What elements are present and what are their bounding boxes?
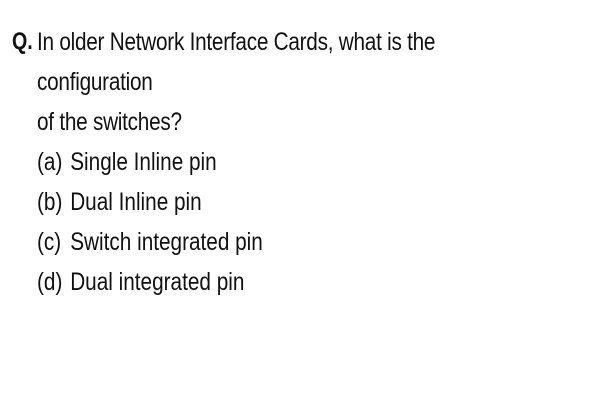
- option-text: Switch integrated pin: [70, 228, 264, 256]
- option-b: (b) Dual Inline pin: [37, 182, 552, 222]
- question-text-line-2: of the switches?: [37, 108, 183, 136]
- option-text: Dual integrated pin: [70, 268, 245, 296]
- question-content: In older Network Interface Cards, what i…: [37, 22, 600, 302]
- option-text: Single Inline pin: [70, 148, 218, 176]
- option-c: (c) Switch integrated pin: [37, 222, 552, 262]
- option-letter: (a): [37, 148, 63, 176]
- question-row: Q. In older Network Interface Cards, wha…: [12, 22, 588, 302]
- option-text: Dual Inline pin: [70, 188, 203, 216]
- question-text: In older Network Interface Cards, what i…: [37, 22, 552, 142]
- option-d: (d) Dual integrated pin: [37, 262, 552, 302]
- options-list: (a) Single Inline pin (b) Dual Inline pi…: [37, 142, 600, 302]
- option-letter: (d): [37, 268, 63, 296]
- option-letter: (b): [37, 188, 63, 216]
- option-a: (a) Single Inline pin: [37, 142, 552, 182]
- question-text-line-1: In older Network Interface Cards, what i…: [37, 28, 436, 96]
- option-letter: (c): [37, 228, 62, 256]
- question-label: Q.: [12, 28, 33, 55]
- question-block: Q. In older Network Interface Cards, wha…: [12, 22, 588, 302]
